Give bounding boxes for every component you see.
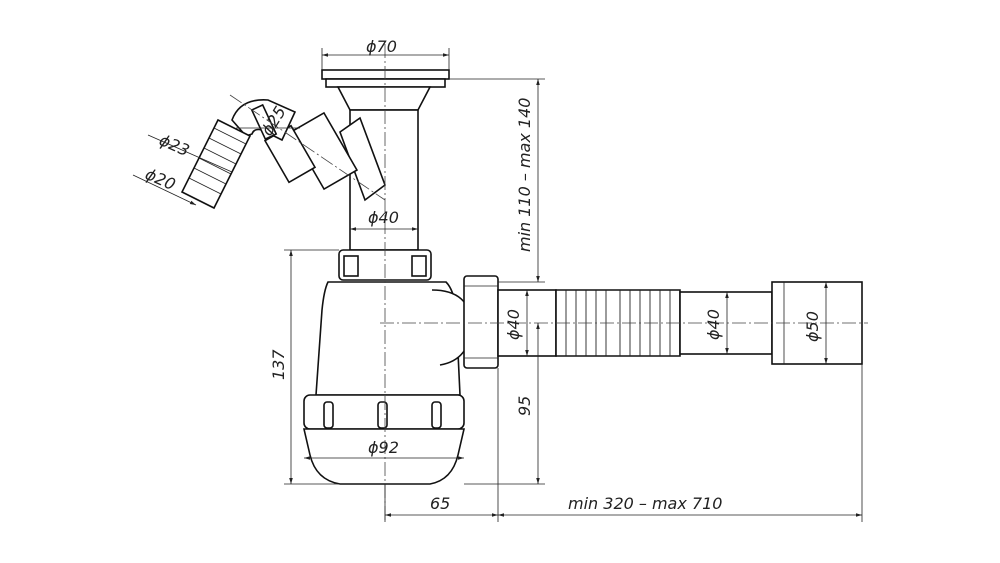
dimension-labels: ϕ70 ϕ25 ϕ23 ϕ20 ϕ40 min 110 – max 140 ϕ4… <box>142 37 822 513</box>
dim-phi92: ϕ92 <box>368 438 399 457</box>
dim-phi40-vertical: ϕ40 <box>368 208 399 227</box>
bottle-body <box>315 281 473 396</box>
dim-phi20: ϕ20 <box>142 164 178 194</box>
dimension-lines <box>132 48 863 522</box>
dim-phi50: ϕ50 <box>803 311 822 342</box>
side-inlet-fitting <box>263 111 386 202</box>
outlet-nut <box>463 275 499 369</box>
hose-connector <box>180 118 252 210</box>
dim-width-65: 65 <box>430 494 450 513</box>
dim-height-95: 95 <box>515 396 534 416</box>
dim-width-range: min 320 – max 710 <box>568 494 722 513</box>
dim-phi40-hose: ϕ40 <box>704 309 723 340</box>
sink-flange <box>321 69 450 111</box>
dim-phi40-outlet: ϕ40 <box>504 309 523 340</box>
dim-phi70: ϕ70 <box>366 37 397 56</box>
dim-height-range: min 110 – max 140 <box>515 98 534 252</box>
elbow-inlet <box>231 99 297 142</box>
dim-height-137: 137 <box>269 349 288 380</box>
dim-phi23: ϕ23 <box>156 130 192 160</box>
center-lines <box>229 44 868 520</box>
